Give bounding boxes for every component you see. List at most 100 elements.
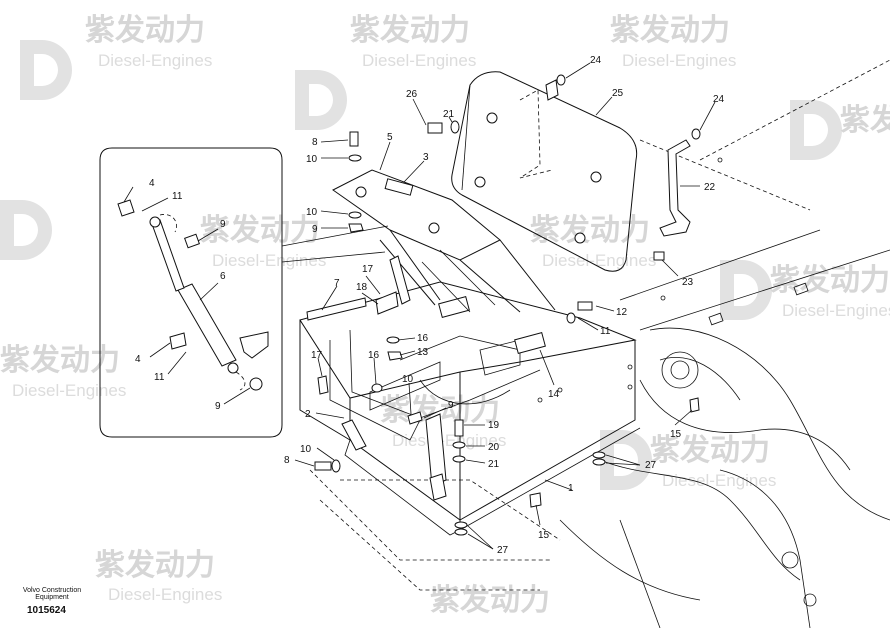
bolt-icon — [349, 131, 359, 147]
callout-11: 11 — [154, 372, 165, 383]
watermark-en: Diesel-Engines — [108, 585, 222, 604]
detail-inset-frame — [99, 147, 389, 438]
bolt-icon — [454, 419, 464, 437]
watermark-cn: 紫发动力 — [0, 343, 120, 378]
watermark-cn: 紫发动力 — [530, 213, 650, 248]
support-bracket — [659, 139, 691, 237]
callout-27: 27 — [645, 460, 657, 471]
nut-icon — [407, 411, 423, 425]
side-panel — [451, 71, 638, 272]
callout-9: 9 — [448, 400, 454, 411]
clip — [375, 291, 399, 315]
callout-2: 2 — [305, 409, 311, 420]
callout-4: 4 — [149, 178, 155, 189]
washer-icon — [452, 441, 466, 449]
grommet — [689, 397, 700, 413]
nut-icon — [348, 223, 364, 233]
watermark-cn: 紫发动力 — [840, 103, 890, 138]
callout-9: 9 — [215, 401, 221, 412]
watermark-en: Diesel-Engines — [212, 251, 326, 270]
machine-frame-outline — [309, 59, 890, 628]
gas-spring-strut — [117, 199, 269, 391]
callout-8: 8 — [312, 137, 318, 148]
callout-21: 21 — [488, 459, 500, 470]
callout-9: 9 — [220, 219, 226, 230]
callout-10: 10 — [402, 374, 414, 385]
callout-12: 12 — [616, 307, 628, 318]
battery-box — [299, 281, 641, 536]
bolt-icon — [577, 301, 593, 311]
callout-6: 6 — [220, 271, 226, 282]
washer-icon — [371, 383, 383, 393]
callout-9: 9 — [312, 224, 318, 235]
leader-lines — [123, 62, 716, 550]
watermark-cn: 紫发动力 — [770, 263, 890, 298]
callout-8: 8 — [284, 455, 290, 466]
battery-box-cover — [332, 169, 556, 313]
washer-icon — [450, 120, 460, 134]
callout-10: 10 — [306, 207, 318, 218]
washer-icon — [592, 458, 606, 466]
bolt-icon — [427, 122, 443, 134]
watermark-logo-icon — [790, 100, 842, 160]
company-line-2: Equipment — [35, 594, 69, 601]
watermark-logo-icon — [0, 200, 52, 260]
hardware — [306, 74, 701, 536]
callout-17: 17 — [311, 350, 323, 361]
callout-19: 19 — [488, 420, 500, 431]
callout-26: 26 — [406, 89, 418, 100]
callout-22: 22 — [704, 182, 716, 193]
watermark-en: Diesel-Engines — [362, 51, 476, 70]
callout-17: 17 — [362, 264, 374, 275]
watermark-logo-icon — [295, 70, 347, 130]
callout-15: 15 — [670, 429, 682, 440]
callout-10: 10 — [306, 154, 318, 165]
nut-icon — [387, 351, 403, 361]
watermark-cn: 紫发动力 — [85, 13, 205, 48]
washer-icon — [556, 74, 566, 86]
callout-21: 21 — [443, 109, 455, 120]
washer-icon — [454, 528, 468, 536]
drawing-number: 1015624 — [27, 605, 66, 616]
washer-icon — [566, 312, 576, 324]
callout-16: 16 — [368, 350, 380, 361]
callout-labels: 1 2 3 4 4 5 6 7 8 8 9 9 9 9 10 10 10 10 … — [135, 55, 725, 556]
watermark-en: Diesel-Engines — [12, 381, 126, 400]
washer-icon — [348, 211, 362, 219]
callout-24: 24 — [590, 55, 602, 66]
callout-20: 20 — [488, 442, 500, 453]
callout-11: 11 — [600, 326, 611, 337]
watermark-logo-icon — [720, 260, 772, 320]
callout-4: 4 — [135, 354, 141, 365]
grommet — [529, 492, 542, 508]
watermark-cn: 紫发动力 — [200, 213, 320, 248]
callout-24: 24 — [713, 94, 725, 105]
callout-10: 10 — [300, 444, 312, 455]
callout-5: 5 — [387, 132, 393, 143]
bolt-icon — [653, 251, 665, 261]
watermark-en: Diesel-Engines — [542, 251, 656, 270]
clip — [317, 375, 329, 395]
washer-icon — [452, 455, 466, 463]
trim-strip — [306, 297, 367, 321]
watermark-logo-icon — [600, 430, 652, 490]
callout-1: 1 — [568, 483, 574, 494]
company-name: Volvo Construction Equipment — [12, 587, 92, 601]
bolt-icon — [314, 461, 332, 471]
watermark-en: Diesel-Engines — [392, 431, 506, 450]
callout-18: 18 — [356, 282, 368, 293]
watermark-en: Diesel-Engines — [782, 301, 890, 320]
callout-16: 16 — [417, 333, 429, 344]
watermark-en: Diesel-Engines — [98, 51, 212, 70]
washer-icon — [386, 336, 400, 344]
watermark-cn: 紫发动力 — [610, 13, 730, 48]
washer-icon — [348, 154, 362, 162]
callout-13: 13 — [417, 347, 429, 358]
washer-icon — [592, 451, 606, 459]
watermark-cn: 紫发动力 — [650, 433, 770, 468]
watermark-cn: 紫发动力 — [430, 583, 550, 618]
callout-23: 23 — [682, 277, 694, 288]
watermark-cn: 紫发动力 — [95, 548, 215, 583]
